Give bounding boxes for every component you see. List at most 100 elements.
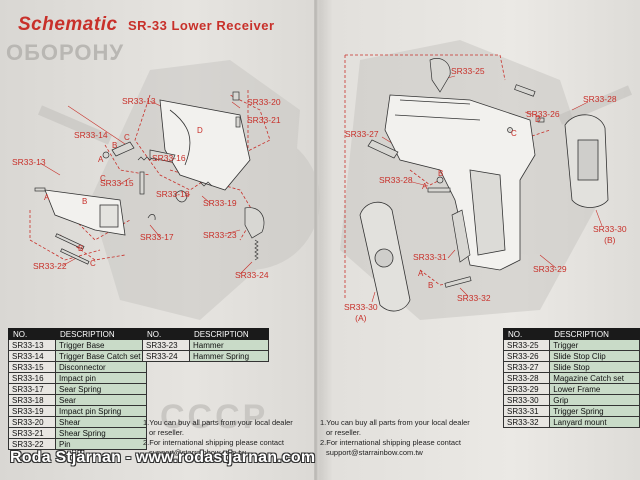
part-number: SR33-30 [502,394,551,406]
part-description: Sear [55,394,147,406]
column-header-description: DESCRIPTION [549,328,640,340]
callout-sr33-30-a-sub: (A) [355,312,367,323]
column-header-no: NO. [142,328,190,340]
note-line: support@starrainbow.com.tw [149,448,246,457]
part-description: Shear Spring [55,427,147,439]
callout-sr33-31: SR33-31 [413,252,447,262]
part-number: SR33-17 [8,383,56,395]
letter-c-3: C [90,259,96,268]
table-header-row: NO. DESCRIPTION [502,328,640,340]
part-number: SR33-31 [502,405,551,417]
letter-d-2: D [535,115,541,124]
letter-a-2: A [44,193,50,202]
background-emblem-text: CCCP [160,398,269,436]
notes-right: 1.You can buy all parts from your local … [320,418,470,458]
callout-sr33-15: SR33-15 [100,178,134,188]
part-number: SR33-15 [8,361,56,373]
letter-c-2: C [100,174,106,183]
part-number: SR33-29 [502,383,551,395]
part-description: Impact pin Spring [55,405,147,417]
letter-d-1: D [197,126,203,135]
notes-left: 1.You can buy all parts from your local … [143,418,293,458]
letter-c-1: C [124,133,130,142]
part-description: Impact pin [55,372,147,384]
part-description: Magazine Catch set [549,372,640,384]
part-description: Lower Frame [549,383,640,395]
callout-sr33-32: SR33-32 [457,293,491,303]
page-title: Schematic SR-33 Lower Receiver [18,14,275,36]
note-line: 2.For international shipping please cont… [320,438,461,447]
callout-sr33-27: SR33-27 [345,129,379,139]
note-line: 1.You can buy all parts from your local … [320,418,470,427]
column-header-no: NO. [502,328,551,340]
column-header-description: DESCRIPTION [55,328,147,340]
part-description: Sear Spring [55,383,147,395]
part-description: Hammer Spring [189,350,269,362]
callout-sr33-30-a: SR33-30 (A) [344,303,378,322]
callout-sr33-13-left: SR33-13 [12,157,46,167]
callout-sr33-22: SR33-22 [33,261,67,271]
callout-sr33-20: SR33-20 [247,97,281,107]
callout-sr33-26: SR33-26 [526,109,560,119]
callout-sr33-28-left: SR33-28 [379,175,413,185]
background-slogan: ОБОРОНУ [6,40,125,65]
column-header-no: NO. [8,328,56,340]
part-number: SR33-26 [502,350,551,362]
part-number: SR33-23 [142,339,190,351]
table-header-row: NO. DESCRIPTION [8,328,147,340]
part-description: Slide Stop [549,361,640,373]
callout-sr33-16: SR33-16 [152,153,186,163]
part-description: Trigger Spring [549,405,640,417]
part-number: SR33-32 [502,416,551,428]
part-description: Grip [549,394,640,406]
callout-sr33-17: SR33-17 [140,232,174,242]
footer-watermark: Roda Stjärnan - www.rodastjarnan.com [10,449,316,466]
part-number: SR33-24 [142,350,190,362]
callout-sr33-21: SR33-21 [247,115,281,125]
callout-sr33-14: SR33-14 [74,130,108,140]
part-description: Trigger Base [55,339,147,351]
part-number: SR33-18 [8,394,56,406]
part-number: SR33-22 [8,438,56,450]
letter-b-5: B [428,281,434,290]
part-number: SR33-19 [8,405,56,417]
letter-a-4: A [418,269,424,278]
part-description: Lanyard mount [549,416,640,428]
part-number: SR33-13 [8,339,56,351]
callout-sr33-24: SR33-24 [235,270,269,280]
callout-sr33-30-b: SR33-30 (B) [593,225,627,244]
part-description: Pin [55,438,147,450]
callout-sr33-29: SR33-29 [533,264,567,274]
part-number: SR33-16 [8,372,56,384]
letter-a-3: A [422,182,428,191]
part-number: SR33-25 [502,339,551,351]
title-main: Schematic [18,14,118,35]
note-line: support@starrainbow.com.tw [326,448,423,457]
letter-a-1: A [98,155,104,164]
note-line: or reseller. [149,428,185,437]
letter-c-4: C [511,129,517,138]
table-header-row: NO. DESCRIPTION [142,328,269,340]
part-number: SR33-21 [8,427,56,439]
